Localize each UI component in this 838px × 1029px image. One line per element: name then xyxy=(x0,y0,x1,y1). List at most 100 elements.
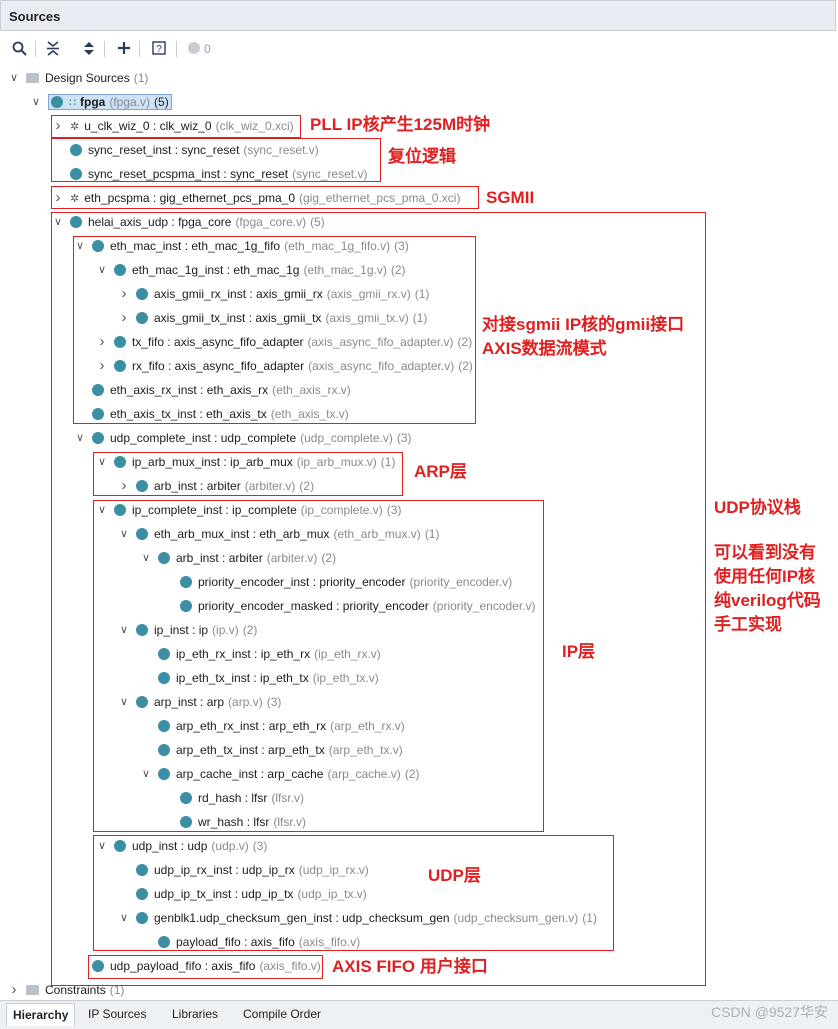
chevron-down-icon[interactable]: ∨ xyxy=(97,456,107,468)
tree-node-sync-reset[interactable]: sync_reset_inst : sync_reset(sync_reset.… xyxy=(54,140,319,160)
tree-node-udp-payload-fifo[interactable]: udp_payload_fifo : axis_fifo(axis_fifo.v… xyxy=(76,956,321,976)
tree-node-count: (1) xyxy=(424,527,440,541)
chevron-right-icon[interactable]: › xyxy=(121,477,127,494)
chevron-down-icon[interactable]: ∨ xyxy=(97,504,107,516)
tree-node-file: (fpga.v) xyxy=(109,95,151,109)
tree-node-axis-gmii-rx[interactable]: ›axis_gmii_rx_inst : axis_gmii_rx(axis_g… xyxy=(120,284,430,304)
tree-node-name: sync_reset_pcspma_inst : sync_reset xyxy=(88,167,289,181)
tree-node-content: eth_mac_inst : eth_mac_1g_fifo(eth_mac_1… xyxy=(92,239,409,253)
tree-node-file: (arp.v) xyxy=(228,695,263,709)
tree-node-udp-ip-tx[interactable]: udp_ip_tx_inst : udp_ip_tx(udp_ip_tx.v) xyxy=(120,884,367,904)
chevron-right-icon[interactable]: › xyxy=(55,117,61,134)
tree-node-axis-gmii-tx[interactable]: ›axis_gmii_tx_inst : axis_gmii_tx(axis_g… xyxy=(120,308,428,328)
tree-node-content: eth_axis_tx_inst : eth_axis_tx(eth_axis_… xyxy=(92,407,349,421)
expand-all-icon[interactable] xyxy=(78,38,100,58)
chevron-right-icon[interactable]: › xyxy=(11,981,17,998)
tree-node-ip-eth-tx[interactable]: ip_eth_tx_inst : ip_eth_tx(ip_eth_tx.v) xyxy=(142,668,379,688)
tree-node-genblk1[interactable]: ∨ genblk1.udp_checksum_gen_inst : udp_che… xyxy=(120,908,597,928)
tree-node-arp-cache[interactable]: ∨arp_cache_inst : arp_cache(arp_cache.v)… xyxy=(141,764,420,784)
annotation-box-pll xyxy=(51,115,301,138)
chevron-right-icon[interactable]: › xyxy=(55,189,61,206)
tree-node-ip-arb-mux[interactable]: ∨ip_arb_mux_inst : ip_arb_mux(ip_arb_mux… xyxy=(97,452,396,472)
tree-node-count: (2) xyxy=(390,263,406,277)
chevron-right-icon[interactable]: › xyxy=(121,309,127,326)
tree-node-content: ✲eth_pcspma : gig_ethernet_pcs_pma_0(gig… xyxy=(70,191,460,205)
chevron-down-icon[interactable]: ∨ xyxy=(119,528,129,540)
chevron-right-icon[interactable]: › xyxy=(99,333,105,350)
tree-node-name: genblk1.udp_checksum_gen_inst : udp_chec… xyxy=(154,911,450,925)
annotation-box-udp xyxy=(93,835,614,951)
tree-node-payload-fifo[interactable]: payload_fifo : axis_fifo(axis_fifo.v) xyxy=(142,932,360,952)
tree-node-helai-axis-udp[interactable]: ∨helai_axis_udp : fpga_core(fpga_core.v)… xyxy=(54,212,325,232)
tree-node-eth-mac-1g-inst[interactable]: ∨ eth_mac_1g_inst : eth_mac_1g(eth_mac_1g… xyxy=(98,260,406,280)
sources-toolbar: ? 0 xyxy=(0,32,838,64)
tree-node-udp-complete[interactable]: ∨ udp_complete_inst : udp_complete(udp_co… xyxy=(76,428,412,448)
tree-node-wr-hash[interactable]: wr_hash : lfsr(lfsr.v) xyxy=(164,812,306,832)
note-axis-fifo: AXIS FIFO 用户接口 xyxy=(332,957,488,976)
tree-node-ip-eth-rx[interactable]: ip_eth_rx_inst : ip_eth_rx(ip_eth_rx.v) xyxy=(142,644,381,664)
tree-node-arp-inst[interactable]: ∨arp_inst : arp(arp.v)(3) xyxy=(120,692,281,712)
tree-node-eth-pcspma[interactable]: › ✲eth_pcspma : gig_ethernet_pcs_pma_0(gi… xyxy=(54,188,461,208)
tree-node-ip-inst[interactable]: ∨ip_inst : ip(ip.v)(2) xyxy=(120,620,257,640)
tree-node-name: wr_hash : lfsr xyxy=(198,815,270,829)
tree-node-count: (2) xyxy=(299,479,315,493)
tab-ip-sources[interactable]: IP Sources xyxy=(88,1007,147,1021)
tree-node-count: (2) xyxy=(457,335,473,349)
tree-node-eth-arb-mux[interactable]: ∨eth_arb_mux_inst : eth_arb_mux(eth_arb_… xyxy=(119,524,440,544)
tree-node-content: ip_complete_inst : ip_complete(ip_comple… xyxy=(114,503,401,517)
chevron-down-icon[interactable]: ∨ xyxy=(9,72,19,84)
tree-node-design-sources[interactable]: ∨Design Sources(1) xyxy=(10,68,148,88)
tree-node-tx-fifo[interactable]: ›tx_fifo : axis_async_fifo_adapter(axis_… xyxy=(98,332,473,352)
chevron-right-icon[interactable]: › xyxy=(99,357,105,374)
chevron-down-icon[interactable]: ∨ xyxy=(75,432,85,444)
tree-node-content: udp_complete_inst : udp_complete(udp_com… xyxy=(92,431,412,445)
tree-node-ip-complete[interactable]: ∨ ip_complete_inst : ip_complete(ip_compl… xyxy=(97,500,402,520)
tree-node-rx-fifo[interactable]: ›rx_fifo : axis_async_fifo_adapter(axis_… xyxy=(98,356,473,376)
annotation-box-ip xyxy=(93,500,544,832)
tree-node-file: (axis_fifo.v) xyxy=(259,959,321,973)
chevron-down-icon[interactable]: ∨ xyxy=(141,768,151,780)
module-icon xyxy=(70,216,82,228)
tree-node-file: (eth_mac_1g.v) xyxy=(303,263,387,277)
chevron-down-icon[interactable]: ∨ xyxy=(119,912,129,924)
tree-node-content: eth_mac_1g_inst : eth_mac_1g(eth_mac_1g.… xyxy=(114,263,406,277)
chevron-right-icon[interactable]: › xyxy=(121,285,127,302)
tree-node-u-clk-wiz[interactable]: ›✲u_clk_wiz_0 : clk_wiz_0(clk_wiz_0.xci) xyxy=(54,116,294,136)
collapse-all-icon[interactable] xyxy=(42,38,64,58)
help-icon[interactable]: ? xyxy=(148,38,170,58)
chevron-down-icon[interactable]: ∨ xyxy=(141,552,151,564)
tree-node-arb-inst-2[interactable]: ∨arb_inst : arbiter(arbiter.v)(2) xyxy=(142,548,336,568)
chevron-down-icon[interactable]: ∨ xyxy=(75,240,85,252)
chevron-down-icon[interactable]: ∨ xyxy=(97,264,107,276)
tree-node-arp-eth-tx[interactable]: arp_eth_tx_inst : arp_eth_tx(arp_eth_tx.… xyxy=(142,740,403,760)
chevron-down-icon[interactable]: ∨ xyxy=(31,96,41,108)
tree-node-udp-inst[interactable]: ∨udp_inst : udp(udp.v)(3) xyxy=(98,836,267,856)
tab-compile-order[interactable]: Compile Order xyxy=(243,1007,322,1021)
tree-node-eth-axis-tx[interactable]: eth_axis_tx_inst : eth_axis_tx(eth_axis_… xyxy=(76,404,349,424)
tree-node-eth-mac-inst[interactable]: ∨ eth_mac_inst : eth_mac_1g_fifo(eth_mac_… xyxy=(76,236,409,256)
tree-node-fpga[interactable]: ∨∷fpga(fpga.v)(5) xyxy=(32,92,172,112)
chevron-down-icon[interactable]: ∨ xyxy=(119,696,129,708)
add-sources-icon[interactable] xyxy=(113,38,135,58)
tree-node-name: arp_eth_tx_inst : arp_eth_tx xyxy=(176,743,325,757)
tree-node-constraints[interactable]: ›Constraints(1) xyxy=(10,980,125,1000)
note-pll: PLL IP核产生125M时钟 xyxy=(310,115,491,134)
search-icon[interactable] xyxy=(8,38,30,58)
tab-hierarchy[interactable]: Hierarchy xyxy=(6,1003,76,1026)
tree-node-rd-hash[interactable]: rd_hash : lfsr(lfsr.v) xyxy=(164,788,304,808)
tree-node-arb-inst-1[interactable]: ›arb_inst : arbiter(arbiter.v)(2) xyxy=(120,476,315,496)
tree-node-priority-encoder-masked[interactable]: priority_encoder_masked : priority_encod… xyxy=(164,596,536,616)
tree-node-file: (ip_complete.v) xyxy=(300,503,383,517)
tree-node-sync-reset-pcspma[interactable]: sync_reset_pcspma_inst : sync_reset(sync… xyxy=(54,164,367,184)
tree-node-eth-axis-rx[interactable]: eth_axis_rx_inst : eth_axis_rx(eth_axis_… xyxy=(76,380,351,400)
tree-node-priority-encoder[interactable]: priority_encoder_inst : priority_encoder… xyxy=(164,572,512,592)
tree-node-arp-eth-rx[interactable]: arp_eth_rx_inst : arp_eth_rx(arp_eth_rx.… xyxy=(142,716,405,736)
tab-libraries[interactable]: Libraries xyxy=(172,1007,219,1021)
chevron-down-icon[interactable]: ∨ xyxy=(97,840,107,852)
module-icon xyxy=(70,168,82,180)
chevron-down-icon[interactable]: ∨ xyxy=(119,624,129,636)
chevron-down-icon[interactable]: ∨ xyxy=(53,216,63,228)
module-icon xyxy=(92,408,104,420)
tree-node-udp-ip-rx[interactable]: udp_ip_rx_inst : udp_ip_rx(udp_ip_rx.v) xyxy=(120,860,369,880)
module-icon xyxy=(158,648,170,660)
